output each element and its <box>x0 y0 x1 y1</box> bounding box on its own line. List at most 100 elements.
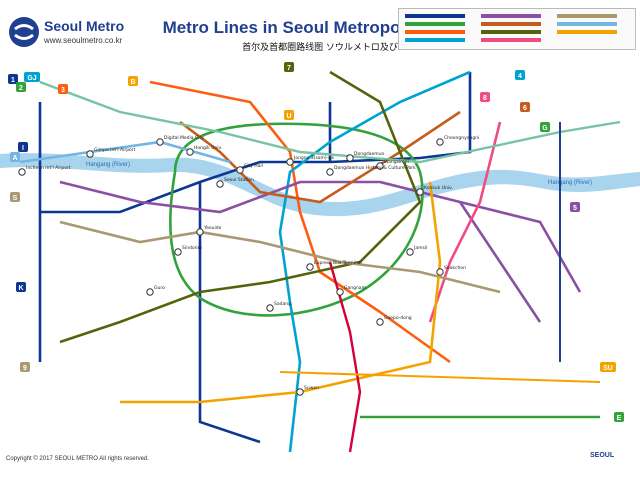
line-badge-4[interactable]: 4 <box>515 70 525 80</box>
line-badge-E[interactable]: E <box>614 412 624 422</box>
station-label-s4[interactable]: City Hall <box>244 163 263 169</box>
station-dot-s8[interactable] <box>416 188 424 196</box>
station-label-s2[interactable]: Gimpo Int'l Airport <box>94 147 136 153</box>
station-label-s7[interactable]: Wangsimni <box>384 159 409 165</box>
airport-line-route[interactable] <box>19 140 231 164</box>
station-label-s8[interactable]: Konkuk Univ. <box>424 185 453 191</box>
line-badge-2[interactable]: 2 <box>16 82 26 92</box>
station-dot-s7[interactable] <box>376 162 384 170</box>
line-1-route[interactable] <box>38 72 472 444</box>
station-dot-s17[interactable] <box>146 288 154 296</box>
station-dot-s1[interactable] <box>18 168 26 176</box>
station-dot-s22[interactable] <box>376 318 384 326</box>
line-badge-B[interactable]: B <box>128 76 138 86</box>
station-label-s12[interactable]: Yeouido <box>203 225 222 231</box>
line-badge-K[interactable]: K <box>16 282 26 292</box>
station-dot-s19[interactable] <box>436 138 444 146</box>
footer-brand: SEOUL <box>590 452 615 459</box>
station-label-s13[interactable]: Sindorim <box>182 245 202 251</box>
legend-swatches <box>405 14 617 42</box>
station-label-s15[interactable]: Digital Media City <box>164 135 204 141</box>
southern-line-route-2[interactable] <box>279 371 601 383</box>
station-label-s10[interactable]: Gangnam <box>344 285 366 291</box>
station-label-s5[interactable]: Jongno 3(sam)-ga <box>293 155 334 161</box>
station-label-s9[interactable]: Jamsil <box>413 245 427 251</box>
station-dot-s4[interactable] <box>236 166 244 174</box>
svg-text:1: 1 <box>11 77 15 84</box>
line-badge-GJ[interactable]: GJ <box>24 72 40 82</box>
svg-text:4: 4 <box>518 73 522 80</box>
svg-text:U: U <box>286 113 291 120</box>
station-label-s16[interactable]: Express Bus Terminal <box>314 260 362 266</box>
station-label-s14[interactable]: Hongik Univ. <box>194 145 222 151</box>
legend-swatch-line8 <box>481 38 541 42</box>
station-label-s17[interactable]: Guro <box>154 285 165 291</box>
line-badge-3[interactable]: 3 <box>58 84 68 94</box>
svg-text:S: S <box>13 195 18 202</box>
station-label-s19[interactable]: Cheongnyangni <box>444 135 479 141</box>
line-badge-6[interactable]: 6 <box>520 102 530 112</box>
line-badge-A[interactable]: A <box>10 152 20 162</box>
station-label-s22[interactable]: Gaepo-dong <box>384 315 412 321</box>
line-9-route[interactable] <box>59 220 501 294</box>
svg-text:G: G <box>542 125 548 132</box>
line-badge-7[interactable]: 7 <box>284 62 294 72</box>
line-6-route[interactable] <box>179 110 461 204</box>
map-subtitle: 首尔及首都圈路线图 ソウルメトロ及び <box>242 43 398 53</box>
suin-bundang-route[interactable] <box>120 181 442 404</box>
station-dot-s5[interactable] <box>286 158 294 166</box>
station-label-s21[interactable]: Suwon <box>304 385 319 391</box>
metro-map[interactable]: Hangang (River) Hangang (River) Incheon … <box>0 62 640 452</box>
station-dot-s21[interactable] <box>296 388 304 396</box>
svg-text:I: I <box>22 145 24 152</box>
station-label-s18[interactable]: Dongdaemun <box>354 151 385 157</box>
station-dots <box>18 138 444 396</box>
station-label-s1[interactable]: Incheon Int'l Airport <box>26 165 71 171</box>
station-dot-s15[interactable] <box>156 138 164 146</box>
legend-swatch-line7 <box>481 30 541 34</box>
line-badge-G[interactable]: G <box>540 122 550 132</box>
line-2-route[interactable] <box>169 122 424 317</box>
line-3-route[interactable] <box>149 80 451 364</box>
legend-swatch-line6 <box>481 22 541 26</box>
svg-text:2: 2 <box>19 85 23 92</box>
line-badge-5[interactable]: 5 <box>570 202 580 212</box>
station-label-s6[interactable]: Dongdaemun History & Culture Park <box>334 165 416 171</box>
station-label-s20[interactable]: Seokchon <box>444 265 466 271</box>
line-8-route[interactable] <box>428 121 502 323</box>
line-5-route[interactable] <box>59 180 582 323</box>
line-badge-1[interactable]: 1 <box>8 74 18 84</box>
legend-swatch-line9 <box>557 14 617 18</box>
map-header: Seoul Metro www.seoulmetro.co.kr Metro L… <box>0 0 640 66</box>
line-badge-I[interactable]: I <box>18 142 28 152</box>
line-badge-S[interactable]: S <box>10 192 20 202</box>
station-label-s11[interactable]: Sadang <box>274 301 291 307</box>
copyright-text: Copyright © 2017 SEOUL METRO All rights … <box>6 456 149 462</box>
station-dot-s13[interactable] <box>174 248 182 256</box>
line-badge-8[interactable]: 8 <box>480 92 490 102</box>
station-dot-s3[interactable] <box>216 180 224 188</box>
station-label-s3[interactable]: Seoul Station <box>224 177 254 183</box>
svg-text:A: A <box>12 155 17 162</box>
station-dot-s14[interactable] <box>186 148 194 156</box>
station-dot-s18[interactable] <box>346 154 354 162</box>
line-badge-9[interactable]: 9 <box>20 362 30 372</box>
station-dot-s12[interactable] <box>196 228 204 236</box>
line-badge-U[interactable]: U <box>284 110 294 120</box>
line-7-route[interactable] <box>59 70 422 344</box>
shinbundang-route[interactable] <box>328 261 362 452</box>
line-legend <box>398 8 636 50</box>
station-dot-s9[interactable] <box>406 248 414 256</box>
station-dot-s10[interactable] <box>336 288 344 296</box>
brand-url[interactable]: www.seoulmetro.co.kr <box>44 36 123 45</box>
svg-text:9: 9 <box>23 365 27 372</box>
line-4-route[interactable] <box>278 70 471 452</box>
station-dot-s11[interactable] <box>266 304 274 312</box>
station-dot-s2[interactable] <box>86 150 94 158</box>
svg-text:B: B <box>130 79 135 86</box>
station-dot-s20[interactable] <box>436 268 444 276</box>
station-dot-s6[interactable] <box>326 168 334 176</box>
line-badge-SU[interactable]: SU <box>600 362 616 372</box>
station-dot-s16[interactable] <box>306 263 314 271</box>
han-river <box>0 153 640 217</box>
